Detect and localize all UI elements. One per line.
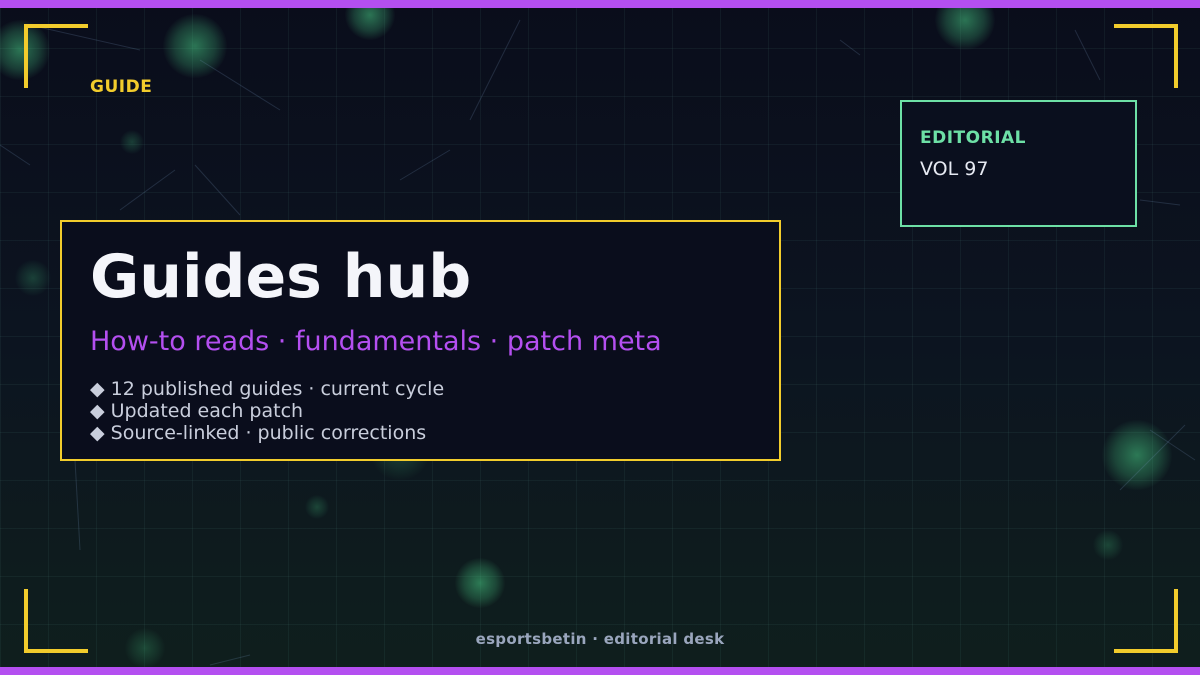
list-item: ◆ Source-linked · public corrections bbox=[90, 422, 427, 444]
bokeh-light bbox=[305, 495, 329, 519]
bottom-accent-bar bbox=[0, 667, 1200, 675]
bokeh-light bbox=[125, 628, 165, 668]
corner-bracket-bottom-left bbox=[24, 589, 88, 653]
corner-bracket-top-right bbox=[1114, 24, 1178, 88]
bokeh-light bbox=[455, 558, 505, 608]
list-item: ◆ 12 published guides · current cycle bbox=[90, 378, 445, 400]
corner-bracket-bottom-right bbox=[1114, 589, 1178, 653]
top-accent-bar bbox=[0, 0, 1200, 8]
bokeh-light bbox=[120, 130, 144, 154]
page-subtitle: How-to reads · fundamentals · patch meta bbox=[90, 326, 662, 357]
badge-volume: VOL 97 bbox=[920, 158, 989, 180]
hero-card: Guides hub How-to reads · fundamentals ·… bbox=[60, 220, 781, 461]
footer-credit: esportsbetin · editorial desk bbox=[475, 630, 725, 648]
page-title: Guides hub bbox=[90, 242, 472, 312]
bokeh-light bbox=[1093, 530, 1123, 560]
bokeh-light bbox=[15, 260, 51, 296]
feature-list: ◆ 12 published guides · current cycle ◆ … bbox=[90, 378, 444, 444]
bokeh-light bbox=[163, 14, 227, 78]
bokeh-light bbox=[1102, 420, 1172, 490]
editorial-badge: EDITORIAL VOL 97 bbox=[900, 100, 1137, 227]
bokeh-light bbox=[935, 0, 995, 50]
corner-bracket-top-left bbox=[24, 24, 88, 88]
section-kicker: GUIDE bbox=[90, 77, 153, 97]
badge-label: EDITORIAL bbox=[920, 128, 1027, 148]
list-item: ◆ Updated each patch bbox=[90, 400, 304, 422]
